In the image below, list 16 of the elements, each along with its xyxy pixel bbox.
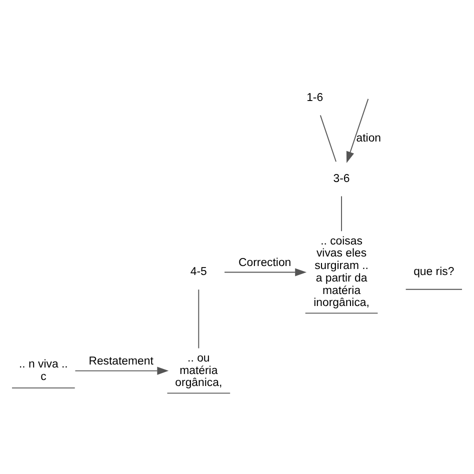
connector <box>341 196 342 232</box>
arrow <box>224 268 307 276</box>
edge-label: ation <box>356 132 382 144</box>
node-text: que ris? <box>414 266 454 278</box>
edge-label: Restatement <box>88 356 154 368</box>
connector <box>320 114 336 162</box>
node-text: .. coisas vivas eles surgiram .. a partir da matéria inorgânica, <box>314 235 370 310</box>
node-text: 4-5 <box>190 266 207 278</box>
node-text: .. ou matéria orgânica, <box>175 352 222 390</box>
node-text: .. n viva .. c <box>19 358 68 383</box>
connector <box>198 289 200 349</box>
arrow <box>74 366 169 375</box>
node-text: 1-6 <box>306 92 324 104</box>
edge-label: Correction <box>238 257 292 270</box>
node-text: 3-6 <box>333 172 350 185</box>
arrow <box>346 98 369 164</box>
